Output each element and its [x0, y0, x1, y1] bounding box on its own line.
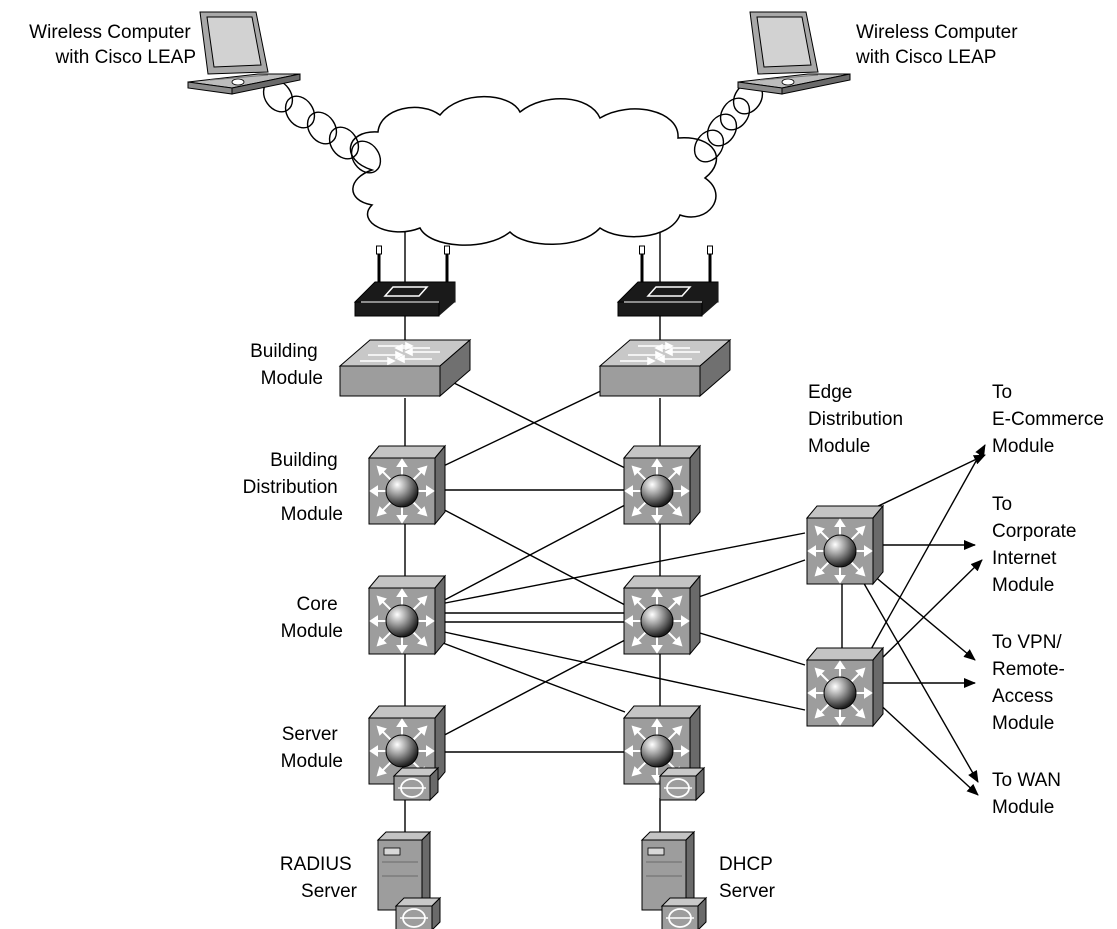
label-wireless-right: Wireless Computer with Cisco LEAP	[855, 22, 1023, 68]
label-to-ecommerce: To E-Commerce Module	[992, 382, 1109, 457]
laptop-icon	[187, 11, 301, 95]
label-dhcp-server: DHCP Server	[719, 854, 778, 902]
ids-sensor-icon	[393, 767, 439, 801]
wireless-access-point-icon	[616, 244, 720, 318]
ids-sensor-icon	[661, 897, 707, 929]
laptop-icon	[737, 11, 851, 95]
layer3-switch-icon	[623, 445, 701, 525]
layer3-switch-icon	[368, 445, 446, 525]
ids-sensor-icon	[659, 767, 705, 801]
layer3-switch-icon	[806, 505, 884, 585]
label-radius-server: RADIUS Server	[280, 854, 358, 902]
label-edge-distribution-module: Edge Distribution Module	[808, 382, 908, 457]
label-to-wan: To WAN Module	[992, 770, 1066, 818]
label-building-module: Building Module	[250, 341, 323, 389]
label-to-vpn: To VPN/ Remote- Access Module	[992, 632, 1070, 734]
cloud-icon	[349, 95, 718, 246]
layer3-switch-icon	[368, 575, 446, 655]
workgroup-switch-icon	[599, 339, 731, 397]
workgroup-switch-icon	[339, 339, 471, 397]
layer3-switch-icon	[623, 575, 701, 655]
layer3-switch-icon	[806, 647, 884, 727]
label-server-module: Server Module	[281, 724, 343, 772]
wireless-link-right	[693, 81, 764, 163]
label-core-module: Core Module	[281, 594, 343, 642]
label-wireless-left: Wireless Computer with Cisco LEAP	[29, 22, 196, 68]
wireless-link-left	[262, 79, 382, 174]
label-building-distribution-module: Building Distribution Module	[243, 450, 343, 525]
ids-sensor-icon	[395, 897, 441, 929]
label-to-corporate-internet: To Corporate Internet Module	[992, 494, 1082, 596]
connection-lines	[404, 228, 986, 838]
